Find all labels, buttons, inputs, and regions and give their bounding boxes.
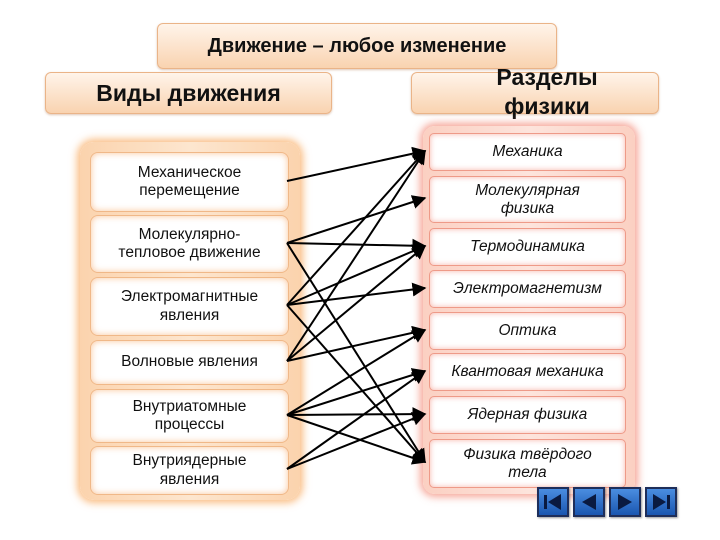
motion-type-label: Механическое перемещение <box>137 163 242 199</box>
definition-text: Движение – любое изменение <box>207 34 507 57</box>
connector-arrow <box>286 195 427 244</box>
physics-branch-label: Молекулярная физика <box>475 181 580 217</box>
physics-branch-label: Оптика <box>498 322 557 340</box>
motion-type-label: Волновые явления <box>121 353 258 371</box>
right-heading: Разделы физики <box>411 64 659 119</box>
physics-branch-box: Физика твёрдого тела <box>429 439 626 488</box>
connector-arrow <box>286 325 427 362</box>
connector-arrow <box>286 238 427 253</box>
physics-branch-box: Термодинамика <box>429 228 626 266</box>
motion-type-box: Внутриядерные явления <box>90 446 289 495</box>
left-heading: Виды движения <box>45 72 332 114</box>
definition-banner: Движение – любое изменение <box>157 23 557 69</box>
motion-type-box: Механическое перемещение <box>90 152 289 212</box>
next-icon <box>618 494 632 510</box>
previous-icon <box>582 494 596 510</box>
connector-arrow <box>286 370 427 470</box>
motion-type-box: Волновые явления <box>90 340 289 385</box>
motion-type-label: Внутриядерные явления <box>132 452 247 488</box>
right-heading-text: Разделы физики <box>496 64 598 119</box>
motion-type-box: Молекулярно- тепловое движение <box>90 215 289 273</box>
connector-arrow <box>286 304 426 464</box>
last-icon <box>653 494 670 510</box>
connector-arrow <box>286 414 427 465</box>
connector-arrow <box>286 245 427 362</box>
connector-arrow <box>286 146 427 182</box>
physics-branch-label: Механика <box>492 143 563 161</box>
motion-type-label: Молекулярно- тепловое движение <box>118 225 261 261</box>
connector-arrow <box>286 368 427 416</box>
physics-branch-label: Электромагнетизм <box>453 280 602 298</box>
connector-arrow <box>286 407 427 422</box>
physics-branch-box: Электромагнетизм <box>429 270 626 308</box>
physics-branch-label: Ядерная физика <box>467 406 588 424</box>
connector-arrow <box>286 412 427 470</box>
physics-branch-box: Ядерная физика <box>429 396 626 434</box>
motion-type-label: Электромагнитные явления <box>120 288 259 324</box>
physics-branch-label: Термодинамика <box>470 238 585 256</box>
nav-first-button[interactable] <box>537 487 569 517</box>
physics-branch-box: Оптика <box>429 312 626 350</box>
connector-arrow <box>286 149 426 306</box>
connector-arrow <box>286 244 427 306</box>
physics-branch-label: Физика твёрдого тела <box>463 445 592 481</box>
motion-type-box: Электромагнитные явления <box>90 277 289 336</box>
physics-branch-box: Механика <box>429 133 626 171</box>
motion-type-box: Внутриатомные процессы <box>90 389 289 443</box>
connector-arrow <box>286 329 427 416</box>
first-icon <box>544 494 561 510</box>
motion-type-label: Внутриатомные процессы <box>132 397 247 433</box>
physics-branch-label: Квантовая механика <box>451 363 604 381</box>
connector-arrow <box>286 282 427 306</box>
physics-branch-box: Молекулярная физика <box>429 176 626 223</box>
connector-arrow <box>286 149 426 362</box>
nav-previous-button[interactable] <box>573 487 605 517</box>
physics-branch-box: Квантовая механика <box>429 353 626 391</box>
nav-next-button[interactable] <box>609 487 641 517</box>
left-heading-text: Виды движения <box>96 79 281 106</box>
nav-last-button[interactable] <box>645 487 677 517</box>
